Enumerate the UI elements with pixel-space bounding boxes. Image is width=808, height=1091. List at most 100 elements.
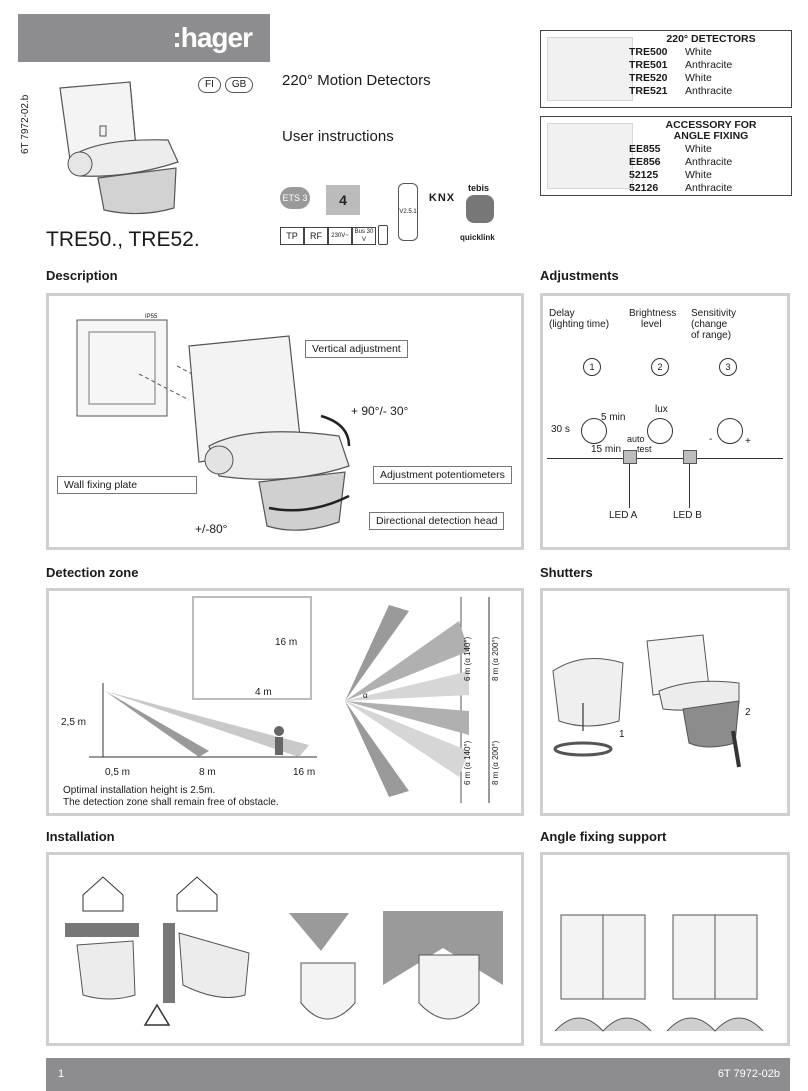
shutter-step-2: 2 <box>745 707 751 718</box>
rf-badge: RF <box>304 227 328 245</box>
footer-reference: 6T 7972-02b <box>717 1068 780 1080</box>
detection-diagram <box>89 596 490 803</box>
axis-16m: 16 m <box>293 767 316 778</box>
led-a-indicator <box>623 450 637 464</box>
label-wall-fixing-plate: Wall fixing plate <box>57 476 197 494</box>
axis-8m: 8 m <box>199 767 216 778</box>
range-8m-lower: 8 m (α 200°) <box>491 740 500 785</box>
label-adjustment-potentiometers: Adjustment potentiometers <box>373 466 512 484</box>
tp-badge: TP <box>280 227 304 245</box>
description-panel: Vertical adjustment + 90°/- 30° Adjustme… <box>46 293 524 550</box>
delay-30s: 30 s <box>551 424 570 435</box>
detection-zone-panel: 16 m 4 m 2,5 m 0,5 m 8 m 16 m Optimal in… <box>46 588 524 816</box>
range-6m-lower: 6 m (α 140°) <box>463 740 472 785</box>
quicklink-icon <box>466 195 494 223</box>
delay-label-1: Delay <box>549 308 575 319</box>
led-b-label: LED B <box>673 510 702 521</box>
ip55-label: IP55 <box>145 314 158 320</box>
range-6m-upper: 6 m (α 140°) <box>463 636 472 681</box>
document-reference: 6T 7972-02.b <box>20 94 31 154</box>
model-title: TRE50., TRE52. <box>46 228 200 251</box>
label-angle-rotation: +/-80° <box>195 522 228 536</box>
test-label: test <box>637 444 652 454</box>
shutters-diagram <box>552 634 741 768</box>
range-16m-top: 16 m <box>275 637 298 648</box>
label-vertical-adjustment: Vertical adjustment <box>305 340 408 358</box>
sensitivity-plus: + <box>745 436 751 447</box>
height-25m: 2,5 m <box>61 717 87 728</box>
installation-panel <box>46 852 524 1046</box>
sensitivity-label-3: of range) <box>691 330 732 341</box>
remote-icon: V2.5.1 <box>398 183 418 241</box>
product-title: 220° Motion Detectors <box>282 72 431 89</box>
section-installation: Installation <box>46 829 115 844</box>
tebis-label: tebis <box>468 183 490 193</box>
delay-15min: 15 min <box>591 444 622 455</box>
led-a-pointer <box>629 464 630 508</box>
certification-badges: ETS 3 4 V2.5.1 KNX tebis quicklink TP RF… <box>280 183 520 253</box>
v230-badge: 230V~ <box>328 227 352 245</box>
brand-bar: :hager <box>18 14 270 62</box>
alpha-label: α <box>363 691 368 700</box>
lang-fi[interactable]: FI <box>198 77 221 93</box>
label-angle-up: + 90°/- 30° <box>351 404 409 418</box>
led-b-indicator <box>683 450 697 464</box>
brightness-label-2: level <box>641 319 662 330</box>
sensitivity-potentiometer[interactable] <box>717 418 743 444</box>
note-free-zone: The detection zone shall remain free of … <box>63 797 279 808</box>
doc-type: User instructions <box>282 128 394 145</box>
detectors-title: 220° DETECTORS <box>666 33 756 45</box>
knx-logo: KNX <box>428 192 456 204</box>
brightness-potentiometer[interactable] <box>647 418 673 444</box>
sensitivity-label-2: (change <box>691 319 728 330</box>
range-8m-upper: 8 m (α 200°) <box>491 636 500 681</box>
lang-gb[interactable]: GB <box>224 77 254 93</box>
angle-fixing-diagram <box>554 914 764 1032</box>
pcb-line <box>547 458 783 459</box>
battery-icon <box>378 225 388 245</box>
footer-bar: 1 6T 7972-02b <box>46 1058 790 1091</box>
sensitivity-minus: - <box>709 434 713 445</box>
shutter-step-1: 1 <box>619 729 625 740</box>
adjustments-panel: Delay (lighting time) Brightness level S… <box>540 293 790 550</box>
led-b-pointer <box>689 464 690 508</box>
ets3-badge: ETS 3 <box>280 187 310 209</box>
ets4-badge: 4 <box>326 185 360 215</box>
accessory-title-2: ANGLE FIXING <box>673 130 749 142</box>
step-3-marker: 3 <box>719 358 737 376</box>
step-2-marker: 2 <box>651 358 669 376</box>
section-description: Description <box>46 268 118 283</box>
accessory-thumbnail <box>547 123 633 189</box>
section-adjustments: Adjustments <box>540 268 619 283</box>
description-diagram <box>76 319 351 531</box>
accessory-title-1: ACCESSORY FOR <box>665 119 757 131</box>
bus-badge: Bus 30 V <box>352 227 376 245</box>
range-4m: 4 m <box>255 687 272 698</box>
installation-diagram <box>65 876 503 1026</box>
detector-thumbnail <box>547 37 633 101</box>
section-shutters: Shutters <box>540 565 593 580</box>
delay-potentiometer[interactable] <box>581 418 607 444</box>
page-number: 1 <box>58 1068 65 1080</box>
step-1-marker: 1 <box>583 358 601 376</box>
delay-5min: 5 min <box>601 412 626 423</box>
auto-label: auto <box>627 434 645 444</box>
sensitivity-label-1: Sensitivity <box>691 308 737 319</box>
product-illustration <box>50 78 190 223</box>
angle-fixing-panel <box>540 852 790 1046</box>
lux-label: lux <box>655 404 668 415</box>
label-directional-head: Directional detection head <box>369 512 505 530</box>
radar-sectors <box>345 605 469 797</box>
hager-logo: :hager <box>172 22 253 53</box>
note-installation-height: Optimal installation height is 2.5m. <box>63 785 216 796</box>
section-angle-fixing: Angle fixing support <box>540 829 667 844</box>
